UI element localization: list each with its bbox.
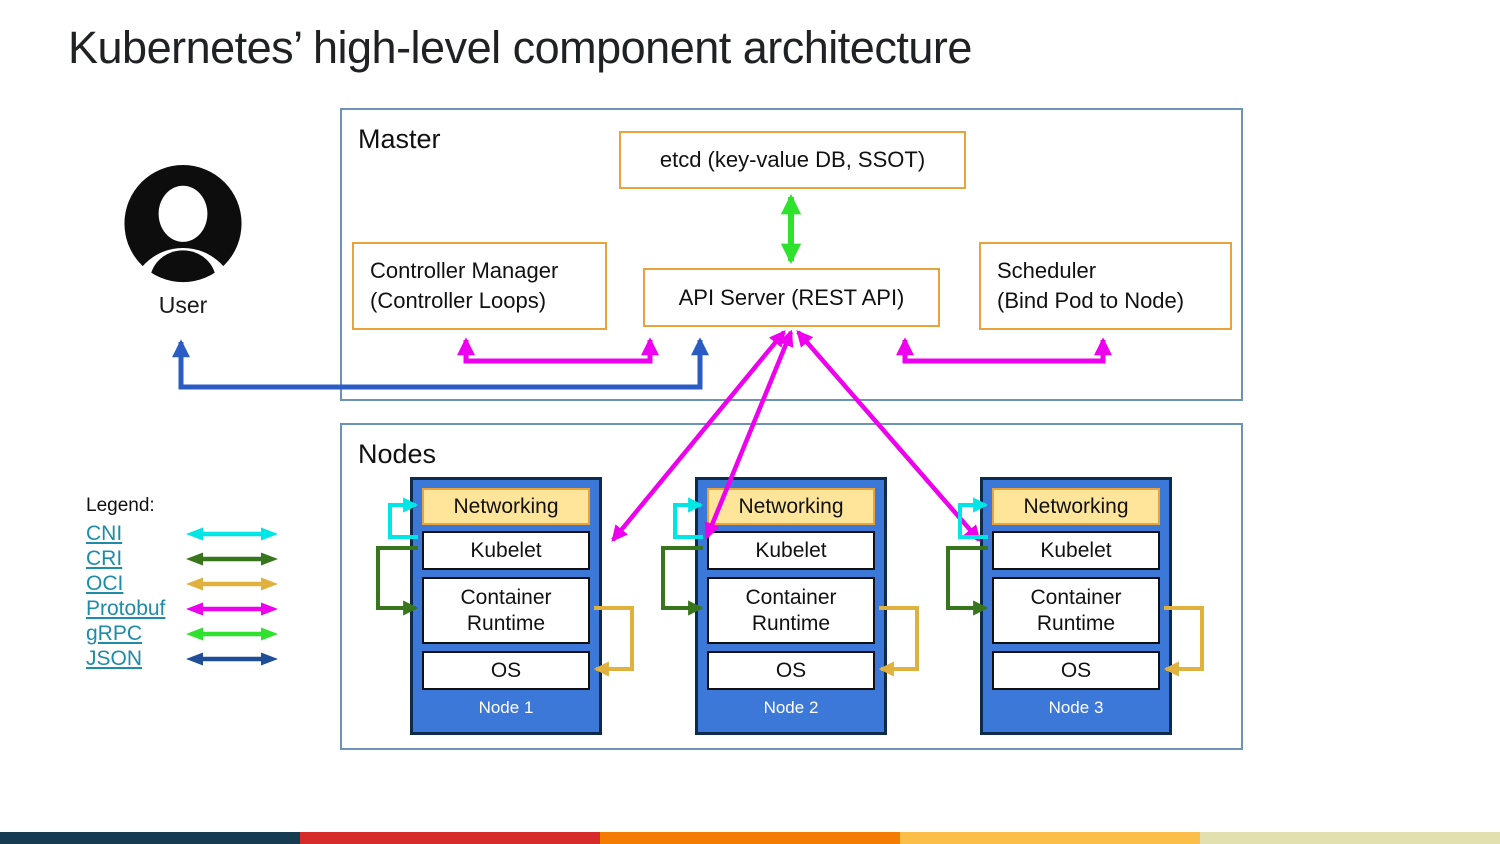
footer-segment [900, 832, 1200, 844]
kubelet-box: Kubelet [992, 531, 1160, 570]
networking-box: Networking [992, 488, 1160, 525]
legend-item-protobuf: Protobuf [86, 596, 278, 621]
cri-link[interactable]: CRI [86, 546, 123, 570]
protobuf-link[interactable]: Protobuf [86, 596, 166, 620]
footer-segment [1200, 832, 1500, 844]
container-runtime-box: Container Runtime [992, 577, 1160, 644]
os-box: OS [422, 651, 590, 690]
scheduler-line2: (Bind Pod to Node) [997, 288, 1185, 313]
page-title: Kubernetes’ high-level component archite… [68, 22, 972, 73]
os-box: OS [992, 651, 1160, 690]
master-panel-label: Master [358, 124, 441, 154]
container-runtime-box: Container Runtime [422, 577, 590, 644]
master-panel: Master etcd (key-value DB, SSOT) Control… [340, 108, 1243, 401]
node-2: Networking Kubelet Container Runtime OS … [695, 477, 887, 735]
json-arrow-icon [186, 652, 278, 665]
api-server-box: API Server (REST API) [643, 268, 940, 327]
node-3: Networking Kubelet Container Runtime OS … [980, 477, 1172, 735]
json-link[interactable]: JSON [86, 646, 143, 670]
container-runtime-box: Container Runtime [707, 577, 875, 644]
cri-arrow-icon [186, 552, 278, 565]
legend-title: Legend: [86, 495, 155, 516]
oci-arrow-icon [186, 577, 278, 590]
scheduler-box: Scheduler (Bind Pod to Node) [979, 242, 1232, 330]
controller-manager-line2: (Controller Loops) [370, 288, 547, 313]
legend-item-grpc: gRPC [86, 621, 278, 646]
footer-segment [300, 832, 600, 844]
grpc-link[interactable]: gRPC [86, 621, 143, 645]
etcd-box: etcd (key-value DB, SSOT) [619, 131, 966, 189]
footer-segment [0, 832, 300, 844]
footer-segment [600, 832, 900, 844]
networking-box: Networking [707, 488, 875, 525]
networking-box: Networking [422, 488, 590, 525]
kubelet-box: Kubelet [707, 531, 875, 570]
legend-item-cri: CRI [86, 546, 278, 571]
cni-link[interactable]: CNI [86, 521, 123, 545]
footer-color-bar [0, 832, 1500, 844]
scheduler-line1: Scheduler [997, 258, 1097, 284]
protobuf-arrow-icon [186, 602, 278, 615]
kubelet-box: Kubelet [422, 531, 590, 570]
os-box: OS [707, 651, 875, 690]
user-label: User [158, 292, 208, 318]
node-1: Networking Kubelet Container Runtime OS … [410, 477, 602, 735]
node-label: Node 1 [478, 698, 534, 717]
controller-manager-line1: Controller Manager [370, 258, 559, 284]
node-label: Node 2 [763, 698, 819, 717]
node-label: Node 3 [1048, 698, 1104, 717]
legend: Legend: CNI CRI OCI Protobuf [86, 495, 278, 671]
oci-link[interactable]: OCI [86, 571, 124, 595]
legend-item-json: JSON [86, 646, 278, 671]
legend-item-oci: OCI [86, 571, 278, 596]
cni-arrow-icon [186, 527, 278, 540]
controller-manager-box: Controller Manager (Controller Loops) [352, 242, 607, 330]
grpc-arrow-icon [186, 627, 278, 640]
legend-item-cni: CNI [86, 521, 278, 546]
nodes-panel-label: Nodes [358, 439, 437, 469]
user-icon [124, 165, 242, 287]
